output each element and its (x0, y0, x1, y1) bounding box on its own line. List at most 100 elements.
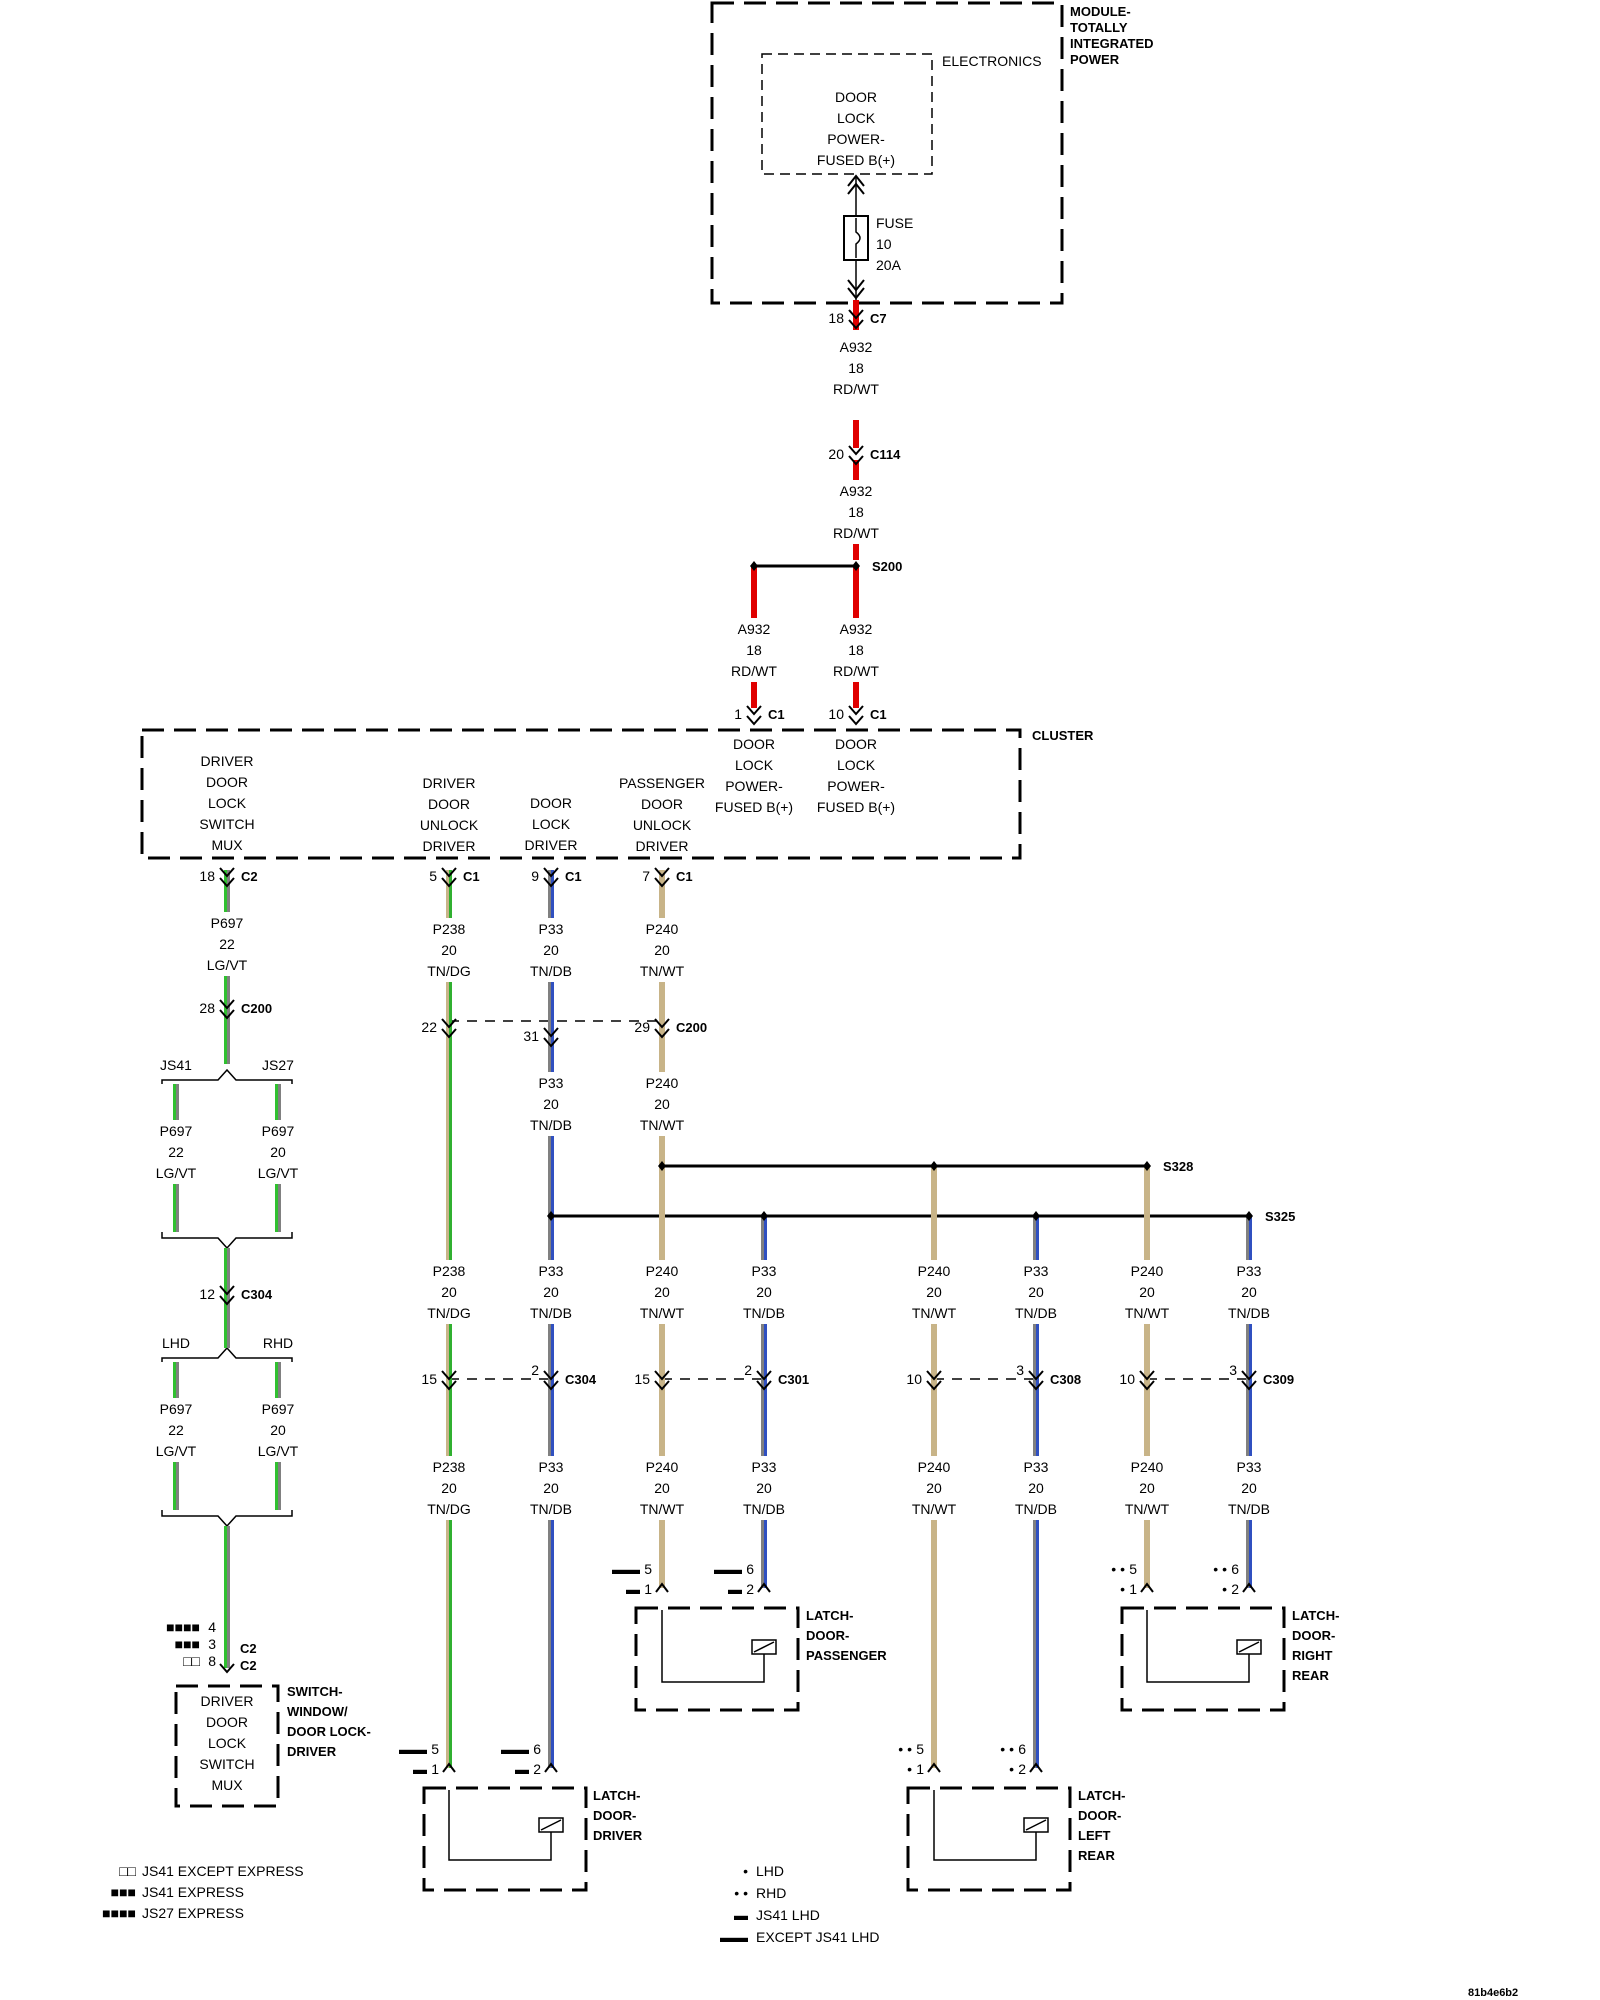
wire-w28-color: TN/DB (1015, 1501, 1057, 1517)
connector-c7-pin: 18 (828, 310, 844, 326)
wire-w19-color: TN/WT (1125, 1305, 1170, 1321)
fuse-element-icon (855, 218, 861, 258)
splice-dot (1032, 1211, 1040, 1221)
connector-c304a-symbol (219, 1285, 235, 1306)
cluster-outline (140, 728, 1022, 860)
latch-pin-sym-drv1: ▬ (413, 1761, 427, 1777)
connector-c309b-pin: 3 (1229, 1362, 1237, 1378)
wire-w24-gauge: 20 (543, 1480, 559, 1496)
wire-label-bg (1010, 1456, 1062, 1520)
wire-w8-color: TN/WT (640, 963, 685, 979)
wire-w3-circuit: A932 (840, 621, 873, 637)
connector-c1a-pin: 1 (734, 706, 742, 722)
latch-pin-sym-drv6: ▬▬ (501, 1741, 529, 1757)
wire-w28-circuit: P33 (1024, 1459, 1049, 1475)
connector-c309b-symbol (1241, 1370, 1257, 1391)
latch-passenger-motor-slash (753, 1641, 775, 1653)
wire-w27-gauge: 20 (926, 1480, 942, 1496)
wire-w13-circuit: P238 (433, 1263, 466, 1279)
latch-passenger-label: LATCH-DOOR-PASSENGER (806, 1608, 887, 1663)
latch-connector-symbol (757, 1582, 771, 1593)
wire-label-bg (738, 1456, 790, 1520)
connector-c1d-symbol (543, 867, 559, 888)
wire-w24-circuit: P33 (539, 1459, 564, 1475)
wire-w20-color: TN/DB (1228, 1305, 1270, 1321)
wire-w1-gauge: 18 (848, 360, 864, 376)
wire-w8-gauge: 20 (654, 942, 670, 958)
legend-left-sym: ■■■ (111, 1884, 136, 1900)
latch-pin-num-lr6: 6 (1018, 1741, 1026, 1757)
latch-pin-num-rr6: 6 (1231, 1561, 1239, 1577)
hd-join-bracket (161, 1510, 293, 1528)
connector-c200d-symbol (654, 1018, 670, 1039)
branch-js27: JS27 (262, 1057, 294, 1073)
switch-pin-sym: □□ (183, 1653, 200, 1669)
switch-pin-num: 4 (208, 1619, 216, 1635)
wire-w26-circuit: P33 (752, 1459, 777, 1475)
connector-c1c-name: C1 (463, 869, 480, 884)
wire-label-bg (636, 1456, 688, 1520)
splice-dot (760, 1211, 768, 1221)
fuse-bottom-connector (847, 279, 865, 300)
latch-connector-symbol (1242, 1582, 1256, 1593)
connector-c114-pin: 20 (828, 446, 844, 462)
wire-w10-circuit: P240 (646, 1075, 679, 1091)
wire-w17-circuit: P240 (918, 1263, 951, 1279)
wire-w4-circuit: A932 (738, 621, 771, 637)
legend-left-text: JS41 EXPRESS (142, 1884, 244, 1900)
wire-w9-gauge: 20 (543, 1096, 559, 1112)
wire-w8-circuit: P240 (646, 921, 679, 937)
wire-w24-color: TN/DB (530, 1501, 572, 1517)
switch-pin-sym: ■■■■ (166, 1619, 200, 1635)
wire-label-bg (1121, 1260, 1173, 1324)
latch-pin-num-lr5: 5 (916, 1741, 924, 1757)
latch-pin-num-pas2: 2 (746, 1581, 754, 1597)
wire-w5-gauge: 22 (219, 936, 235, 952)
fuse-top-connector (847, 174, 865, 195)
latch-left-rear-circuit (933, 1790, 1037, 1861)
connector-c114-name: C114 (870, 447, 901, 462)
wire-label-bg (150, 1398, 202, 1462)
latch-connector-symbol (442, 1762, 456, 1773)
wire-w14-color: TN/DB (530, 1305, 572, 1321)
wire-w21-color: LG/VT (156, 1443, 197, 1459)
wire-w26-color: TN/DB (743, 1501, 785, 1517)
latch-pin-num-drv1: 1 (431, 1761, 439, 1777)
wire-w16-circuit: P33 (752, 1263, 777, 1279)
latch-connector-symbol (927, 1762, 941, 1773)
wire-w29-color: TN/WT (1125, 1501, 1170, 1517)
wire-w16-color: TN/DB (743, 1305, 785, 1321)
wire-w25-gauge: 20 (654, 1480, 670, 1496)
wire-w2-gauge: 18 (848, 504, 864, 520)
wire-label-bg (908, 1456, 960, 1520)
latch-pin-sym-lr5: • • (898, 1741, 912, 1757)
latch-pin-sym-rr6: • • (1213, 1561, 1227, 1577)
connector-c200d-name: C200 (676, 1020, 707, 1035)
connector-c200a-symbol (219, 999, 235, 1020)
wire-label-bg (636, 1260, 688, 1324)
wire-w6-circuit: P238 (433, 921, 466, 937)
wire-w4-color: RD/WT (731, 663, 777, 679)
switch-pin-num: 8 (208, 1653, 216, 1669)
js-split-bracket (161, 1068, 293, 1084)
wire-w1-circuit: A932 (840, 339, 873, 355)
wire-label-bg (830, 480, 882, 544)
wire-w30-color: TN/DB (1228, 1501, 1270, 1517)
wire-w12-gauge: 20 (270, 1144, 286, 1160)
connector-c304a-pin: 12 (199, 1286, 215, 1302)
wire-w23-gauge: 20 (441, 1480, 457, 1496)
connector-c200b-symbol (441, 1018, 457, 1039)
js-join-bracket (161, 1232, 293, 1250)
wire-w10-gauge: 20 (654, 1096, 670, 1112)
wire-w18-gauge: 20 (1028, 1284, 1044, 1300)
wire-label-bg (1223, 1260, 1275, 1324)
